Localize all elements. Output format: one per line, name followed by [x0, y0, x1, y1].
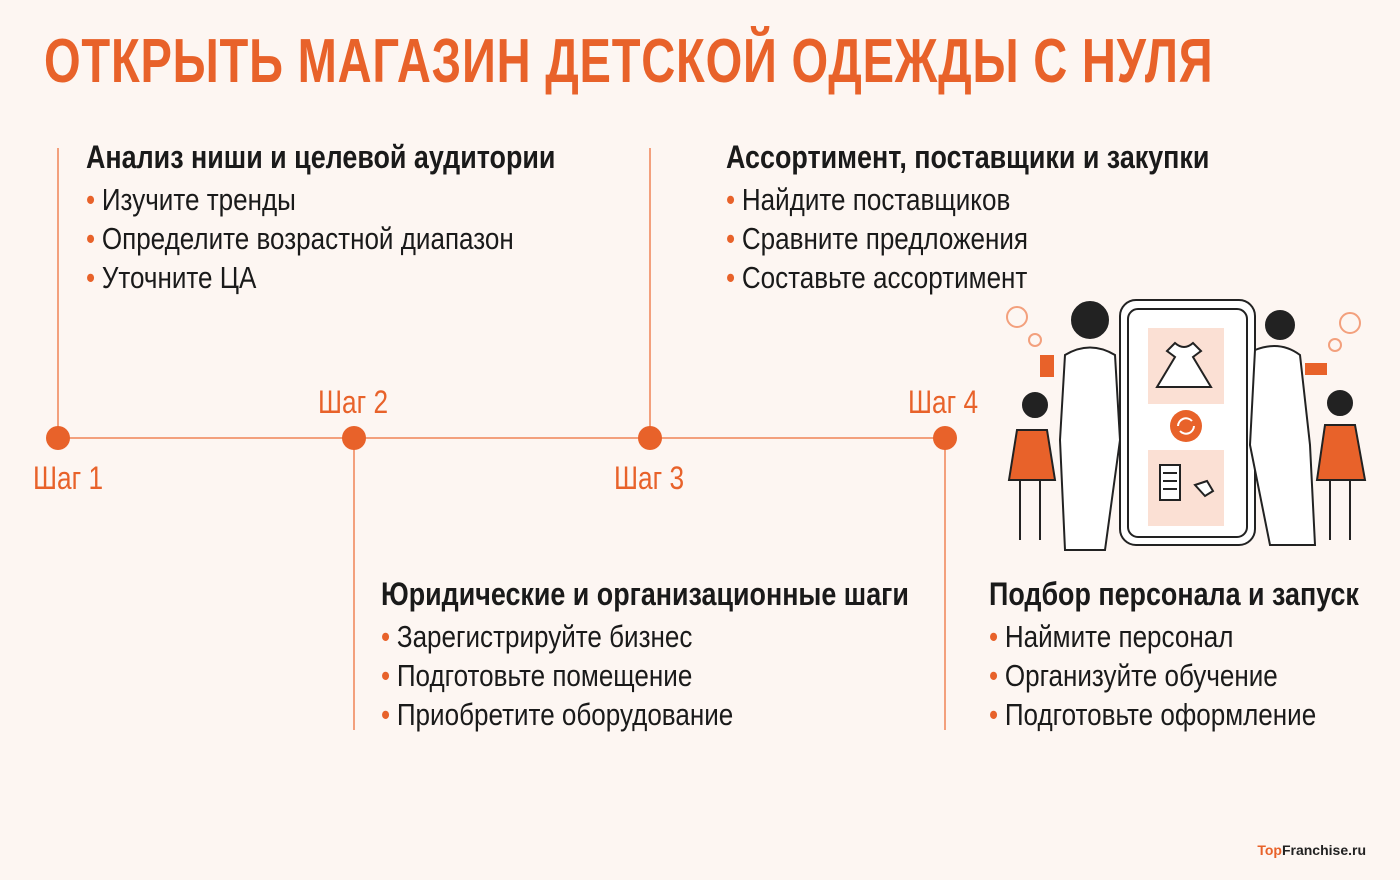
timeline-dot-step-1 — [46, 426, 70, 450]
page-title: ОТКРЫТЬ МАГАЗИН ДЕТСКОЙ ОДЕЖДЫ С НУЛЯ — [44, 27, 1214, 96]
connector-step-1 — [57, 148, 59, 438]
list-item: •Составьте ассортимент — [726, 260, 1028, 295]
woman-left-icon — [1040, 301, 1122, 551]
step-block-4: Подбор персонала и запуск •Наймите персо… — [989, 577, 1359, 734]
timeline-line — [58, 437, 945, 439]
step-label-2: Шаг 2 — [318, 384, 389, 420]
child-right-icon — [1315, 390, 1367, 540]
connector-step-3 — [649, 148, 651, 438]
step-heading: Подбор персонала и запуск — [989, 576, 1359, 612]
list-item: •Уточните ЦА — [86, 260, 257, 295]
list-item: •Зарегистрируйте бизнес — [381, 619, 693, 654]
timeline-dot-step-3 — [638, 426, 662, 450]
list-item: •Организуйте обучение — [989, 658, 1278, 693]
list-item: •Наймите персонал — [989, 619, 1234, 654]
woman-right-icon — [1248, 310, 1327, 546]
shopping-illustration — [1006, 299, 1367, 551]
brand-logo: TopFranchise.ru — [1257, 842, 1366, 858]
heart-bubble-icon — [1006, 306, 1361, 352]
connector-step-4 — [944, 438, 946, 730]
list-item: •Подготовьте помещение — [381, 658, 693, 693]
step-block-1: Анализ ниши и целевой аудитории •Изучите… — [86, 140, 555, 297]
list-item: •Приобретите оборудование — [381, 697, 734, 732]
step-heading: Анализ ниши и целевой аудитории — [86, 139, 556, 175]
step-block-2: Юридические и организационные шаги •Заре… — [381, 577, 909, 734]
timeline-dot-step-4 — [933, 426, 957, 450]
list-item: •Сравните предложения — [726, 221, 1029, 256]
list-item: •Изучите тренды — [86, 182, 296, 217]
list-item: •Подготовьте оформление — [989, 697, 1317, 732]
phone-icon — [1119, 299, 1256, 546]
child-left-icon — [1007, 392, 1057, 540]
timeline-dot-step-2 — [342, 426, 366, 450]
step-label-1: Шаг 1 — [33, 460, 104, 496]
connector-step-2 — [353, 438, 355, 730]
step-label-3: Шаг 3 — [614, 460, 685, 496]
step-block-3: Ассортимент, поставщики и закупки •Найди… — [726, 140, 1209, 297]
list-item: •Найдите поставщиков — [726, 182, 1011, 217]
step-label-4: Шаг 4 — [908, 384, 979, 420]
step-heading: Ассортимент, поставщики и закупки — [726, 139, 1210, 175]
list-item: •Определите возрастной диапазон — [86, 221, 514, 256]
step-heading: Юридические и организационные шаги — [381, 576, 909, 612]
